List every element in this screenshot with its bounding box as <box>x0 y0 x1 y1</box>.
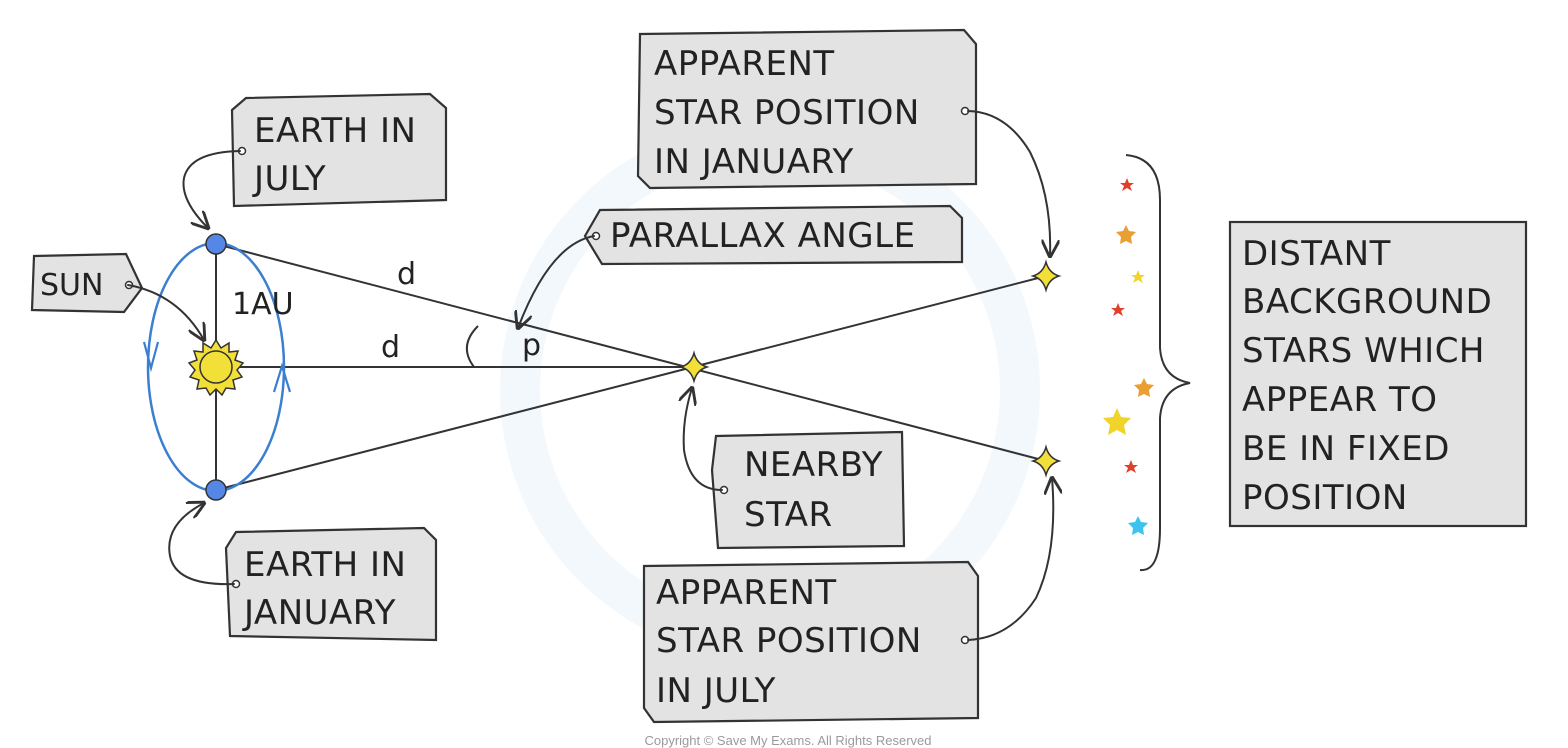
bg-star-icon <box>1131 270 1145 283</box>
svg-text:DISTANT: DISTANT <box>1242 234 1391 274</box>
svg-text:JULY: JULY <box>252 159 326 199</box>
arrow-earth-july <box>182 150 241 228</box>
arrow-apparent-july <box>967 478 1053 641</box>
svg-text:POSITION: POSITION <box>1242 478 1408 518</box>
label-earth-july: EARTH IN JULY <box>230 92 448 208</box>
label-p: p <box>522 328 541 363</box>
svg-text:NEARBY: NEARBY <box>744 445 883 485</box>
svg-text:APPEAR TO: APPEAR TO <box>1242 380 1437 420</box>
copyright-text: Copyright © Save My Exams. All Rights Re… <box>644 733 931 748</box>
parallax-angle-arc <box>466 325 479 368</box>
svg-text:PARALLAX ANGLE: PARALLAX ANGLE <box>610 216 916 256</box>
label-apparent-january: APPARENT STAR POSITION IN JANUARY <box>636 28 978 190</box>
svg-text:STAR: STAR <box>744 495 833 535</box>
apparent-star-january-icon <box>1030 259 1062 293</box>
apparent-star-july-icon <box>1030 444 1062 478</box>
bg-star-icon <box>1111 303 1125 316</box>
label-d-lower: d <box>381 330 400 365</box>
bg-star-icon <box>1120 178 1134 191</box>
arrow-earth-january <box>168 503 235 586</box>
background-stars <box>1103 178 1154 535</box>
line-january-to-apparent-january <box>215 275 1047 491</box>
label-distant-stars: DISTANT BACKGROUND STARS WHICH APPEAR TO… <box>1228 220 1528 528</box>
svg-text:STAR POSITION: STAR POSITION <box>656 621 922 661</box>
label-parallax-angle: PARALLAX ANGLE <box>583 204 964 266</box>
arrow-sun <box>127 284 204 340</box>
svg-text:BACKGROUND: BACKGROUND <box>1242 282 1492 322</box>
svg-text:EARTH IN: EARTH IN <box>254 111 417 151</box>
bg-star-icon <box>1128 516 1148 535</box>
label-nearby-star: NEARBY STAR <box>710 430 906 550</box>
earth-july-icon <box>205 233 227 255</box>
orbit-direction-arrow-left <box>142 341 160 373</box>
label-apparent-july: APPARENT STAR POSITION IN JULY <box>642 560 980 724</box>
label-1au: 1AU <box>232 287 294 322</box>
sight-lines <box>215 243 1047 491</box>
line-july-to-apparent-july <box>215 243 1047 462</box>
arrow-nearby-star <box>684 388 723 491</box>
stars-group-brace <box>1125 154 1191 572</box>
svg-text:SUN: SUN <box>40 268 103 303</box>
nearby-star-icon <box>678 350 710 384</box>
bg-star-icon <box>1124 460 1138 473</box>
bg-star-icon <box>1116 225 1136 244</box>
pointer-arrows <box>127 110 1053 641</box>
earth-january-icon <box>205 479 227 501</box>
arrow-parallax-angle <box>518 235 595 328</box>
arrow-apparent-january <box>967 110 1050 256</box>
bg-star-icon <box>1103 408 1131 435</box>
bg-star-icon <box>1134 378 1154 397</box>
svg-text:STAR POSITION: STAR POSITION <box>654 93 920 133</box>
label-sun: SUN <box>30 252 144 314</box>
svg-text:JANUARY: JANUARY <box>242 593 396 633</box>
svg-text:STARS WHICH: STARS WHICH <box>1242 331 1485 371</box>
svg-text:EARTH IN: EARTH IN <box>244 545 407 585</box>
svg-text:APPARENT: APPARENT <box>654 44 835 84</box>
svg-text:BE IN FIXED: BE IN FIXED <box>1242 429 1450 469</box>
label-d-upper: d <box>397 257 416 292</box>
sun-icon <box>187 338 245 397</box>
orbit-direction-arrow-right <box>272 362 292 393</box>
svg-text:IN JULY: IN JULY <box>656 671 776 711</box>
svg-text:IN JANUARY: IN JANUARY <box>654 142 854 182</box>
svg-text:APPARENT: APPARENT <box>656 573 837 613</box>
label-earth-january: EARTH IN JANUARY <box>224 526 438 642</box>
